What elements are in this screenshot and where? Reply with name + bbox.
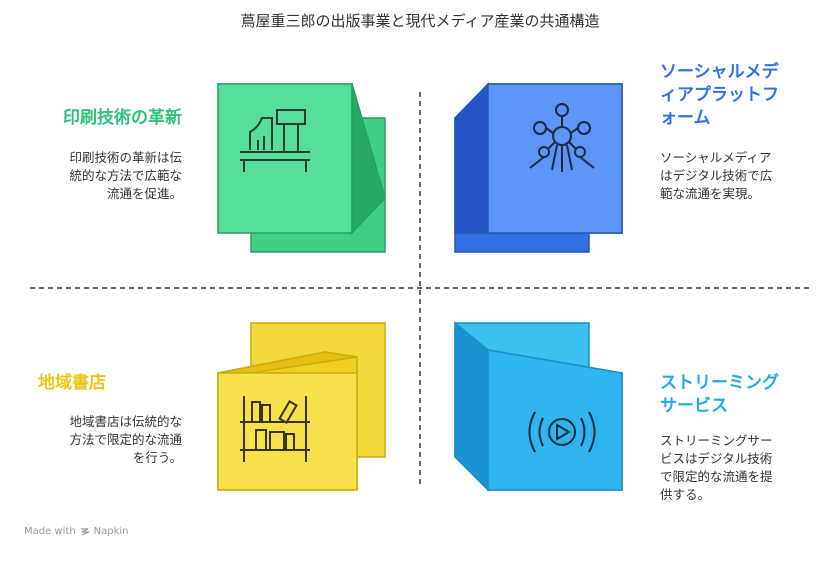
social-title-line: ォーム [660, 108, 711, 128]
napkin-footer[interactable]: Made with Napkin [24, 526, 129, 537]
social-title: ソーシャルメデ ィアプラットフ ォーム [660, 61, 830, 130]
factory-icon [240, 109, 310, 172]
streaming-title-line: ストリーミング [660, 373, 779, 393]
social-description: ソーシャルメディア はデジタル技術で広 範な流通を実現。 [660, 150, 773, 201]
footer-text: Made with [24, 526, 76, 537]
footer-brand: Napkin [93, 526, 129, 537]
bookshelf-icon [240, 396, 310, 462]
bookstore-title: 地域書店 [20, 372, 182, 395]
bookstore-description: 地域書店は伝統的な 方法で限定的な流通 を行う。 [69, 414, 182, 465]
printing-title: 印刷技術の革新 [20, 107, 182, 130]
streaming-title-line: サービス [660, 396, 728, 416]
printing-title-line: 印刷技術の革新 [63, 108, 182, 128]
streaming-description: ストリーミングサー ビスはデジタル技術 で限定的な流通を提 供する。 [660, 433, 773, 502]
streaming-title: ストリーミング サービス [660, 372, 830, 418]
play-broadcast-icon [528, 411, 596, 453]
bookstore-title-line: 地域書店 [38, 373, 106, 393]
printing-description: 印刷技術の革新は伝 統的な方法で広範な 流通を促進。 [69, 150, 182, 201]
network-icon [529, 103, 595, 172]
social-title-line: ソーシャルメデ [660, 62, 779, 82]
social-title-line: ィアプラットフ [660, 85, 779, 105]
napkin-logo-icon [80, 527, 89, 536]
diagram-title: 蔦屋重三郎の出版事業と現代メディア産業の共通構造 [240, 12, 600, 30]
